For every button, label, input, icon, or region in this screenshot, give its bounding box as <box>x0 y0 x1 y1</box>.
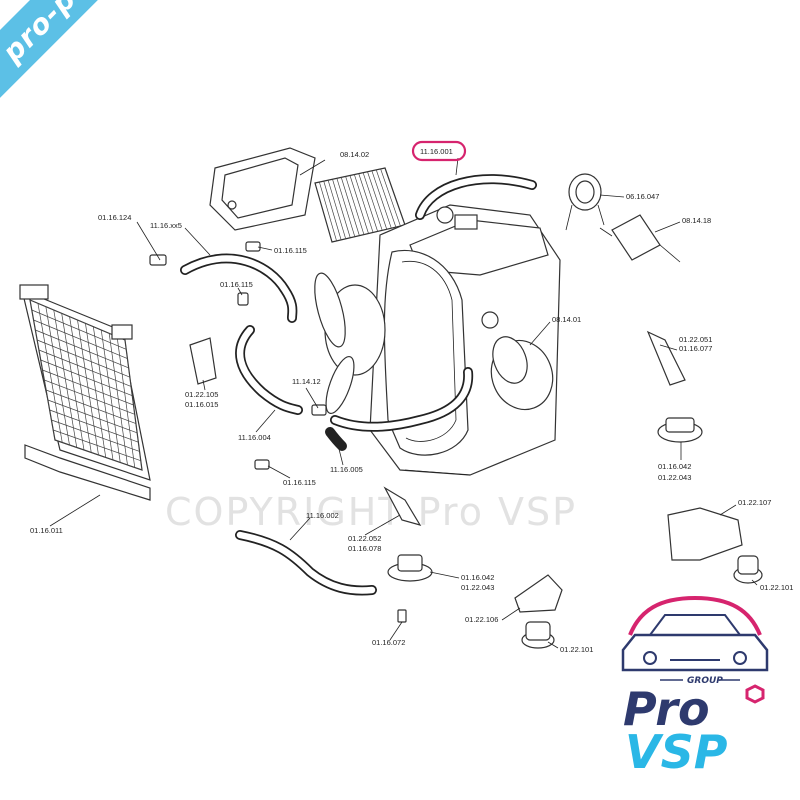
part-label: 01.22.043 <box>461 583 494 592</box>
copyright-watermark: COPYRIGHT Pro VSP <box>165 490 577 534</box>
logo-group-text: GROUP <box>687 676 723 686</box>
air-filter-box-illustration <box>209 147 316 231</box>
part-label: 01.16.042 <box>658 462 691 471</box>
part-label: 11.16.004 <box>238 433 271 442</box>
hoses-illustration <box>180 174 537 596</box>
part-label: 08.14.01 <box>552 315 581 324</box>
part-label: 11.16.001 <box>420 147 453 156</box>
air-filter-element-illustration <box>314 167 406 243</box>
logo-pro-text: Pro <box>623 682 710 736</box>
part-label: 01.22.105 <box>185 390 218 399</box>
part-label: 11.16.xx5 <box>150 221 182 230</box>
part-label: 01.22.101 <box>560 645 593 654</box>
radiator-illustration <box>19 284 151 501</box>
part-label: 01.16.115 <box>274 246 307 255</box>
part-label: 01.22.051 <box>679 335 712 344</box>
logo-hexagon-icon <box>745 684 765 704</box>
part-label: 01.16.078 <box>348 544 381 553</box>
part-labels: 08.14.02 11.16.001 06.16.047 08.14.18 01… <box>30 147 793 654</box>
part-label: 01.16.077 <box>679 344 712 353</box>
part-label: 01.16.072 <box>372 638 405 647</box>
part-highlight-ring <box>411 140 467 162</box>
part-label: 01.16.115 <box>283 478 316 487</box>
fuel-filter-illustration <box>599 214 681 263</box>
part-label: 08.14.18 <box>682 216 711 225</box>
clamp-illustration <box>565 173 605 231</box>
engine-illustration <box>314 204 561 476</box>
part-label: 01.22.052 <box>348 534 381 543</box>
leader-lines <box>49 157 758 649</box>
part-label: 01.22.043 <box>658 473 691 482</box>
part-label: 11.16.005 <box>330 465 363 474</box>
part-label: 01.22.106 <box>465 615 498 624</box>
part-label: 01.16.124 <box>98 213 131 222</box>
fittings-illustration <box>149 241 743 623</box>
part-label: 01.16.011 <box>30 526 63 535</box>
part-label: 01.22.107 <box>738 498 771 507</box>
part-label: 08.14.02 <box>340 150 369 159</box>
part-label: 06.16.047 <box>626 192 659 201</box>
logo-vsp-text: VSP <box>625 725 728 775</box>
part-label: 01.16.015 <box>185 400 218 409</box>
engine-mounts-illustration <box>387 417 763 649</box>
car-outline-icon <box>621 595 769 672</box>
part-label: 01.16.115 <box>220 280 253 289</box>
part-label: 01.22.101 <box>760 583 793 592</box>
part-label: 11.16.002 <box>306 511 339 520</box>
provsp-logo: GROUP Pro VSP <box>621 595 769 775</box>
part-label: 01.16.042 <box>461 573 494 582</box>
part-label: 11.14.12 <box>292 377 321 386</box>
